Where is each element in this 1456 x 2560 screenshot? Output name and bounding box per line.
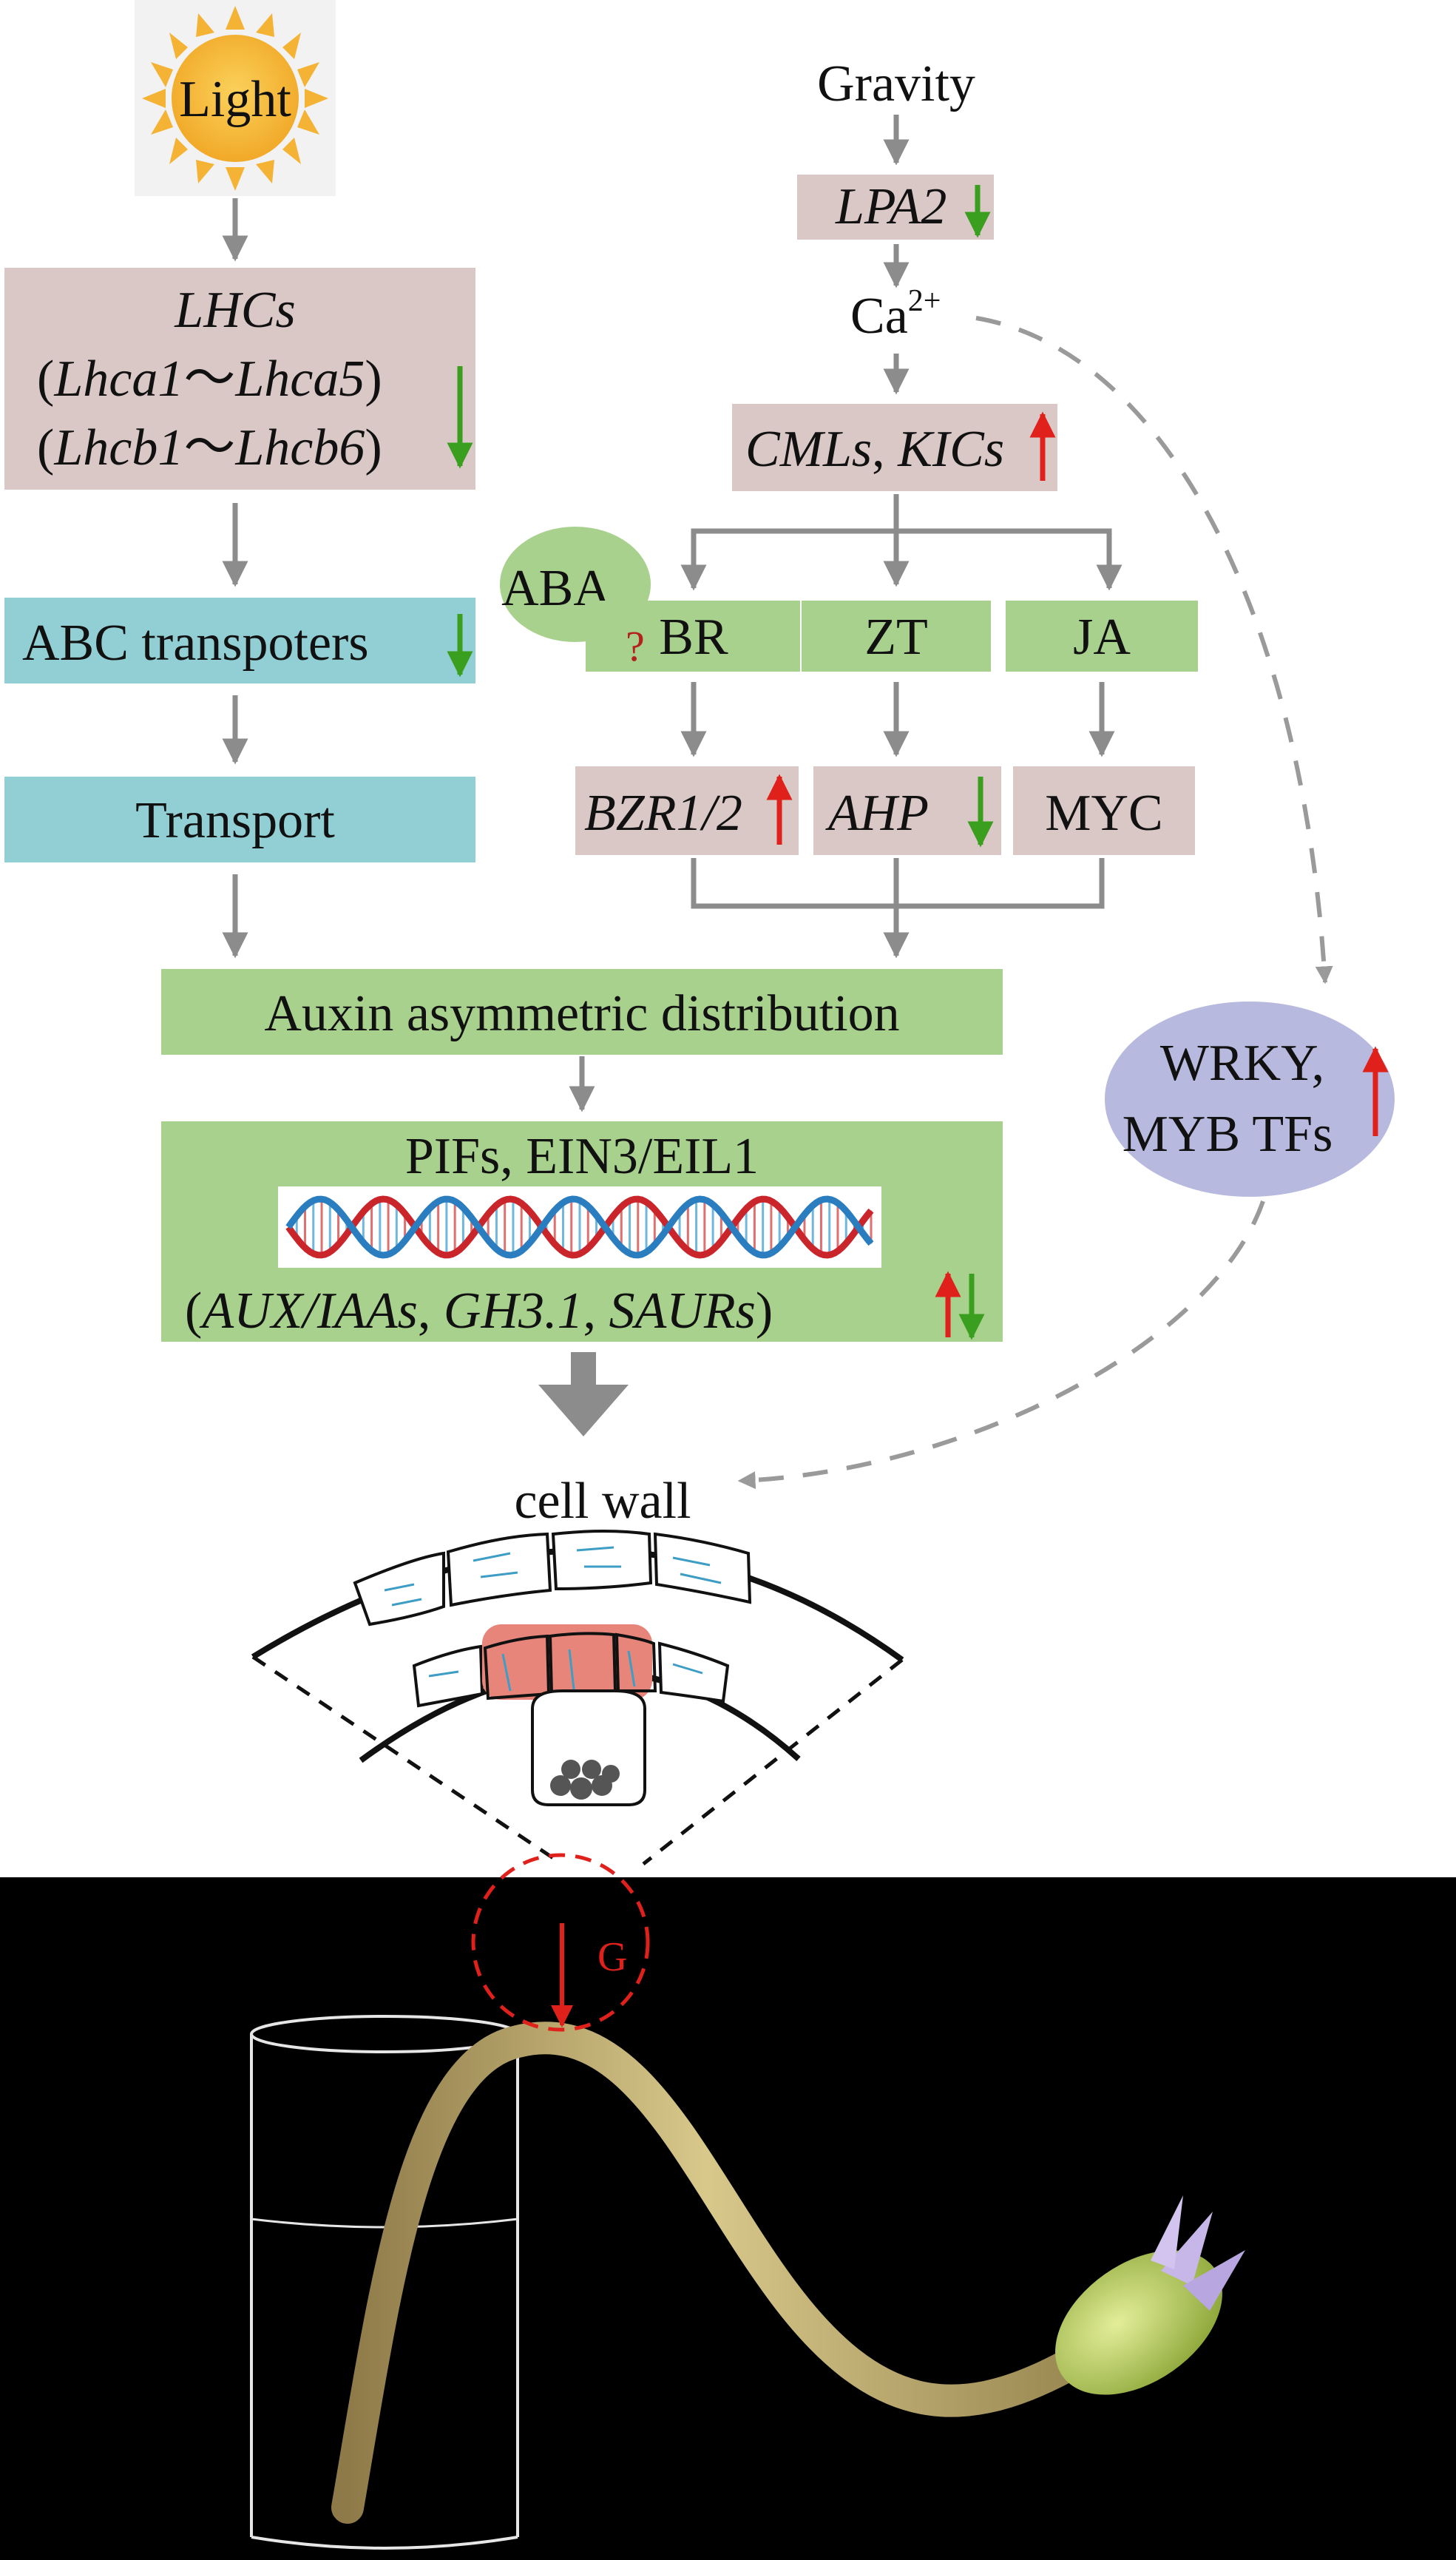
outer-cells: [353, 1530, 752, 1627]
lhcb-range: (Lhcb1～Lhcb6): [37, 419, 382, 476]
br-question-mark: ?: [626, 622, 645, 670]
cml-branch-connector: [680, 494, 1123, 591]
myc-box: MYC: [1013, 766, 1195, 855]
gravity-focus-circle: [471, 1853, 650, 2032]
dna-helix-icon: [285, 1195, 874, 1259]
svg-text:Auxin asymmetric distribution: Auxin asymmetric distribution: [264, 985, 899, 1042]
svg-text:MYC: MYC: [1045, 785, 1162, 842]
lhcs-box: LHCs (Lhca1～Lhca5) (Lhcb1～Lhcb6): [4, 268, 475, 490]
lhcs-title: LHCs: [174, 282, 295, 339]
lotus-stem: [331, 2022, 1081, 2524]
pifs-label: PIFs, EIN3/EIL1: [405, 1128, 759, 1185]
inner-cells: [412, 1624, 730, 1708]
cmls-kics-label: CMLs, KICs: [745, 421, 1004, 478]
sun-rays: [142, 6, 328, 191]
br-box: ? BR: [586, 601, 800, 672]
lhca-range: (Lhca1～Lhca5): [37, 351, 382, 408]
lpa2-box: LPA2: [797, 175, 994, 240]
cmls-kics-box: CMLs, KICs: [732, 404, 1057, 491]
merge-connector: [691, 858, 1105, 959]
svg-text:WRKY,: WRKY,: [1160, 1035, 1324, 1092]
wrky-myb-ellipse: WRKY, MYB TFs: [1105, 1002, 1395, 1197]
lotus-bud: [1055, 2195, 1245, 2395]
bzr-box: BZR1/2: [575, 766, 799, 855]
lotus-photo-panel: G: [0, 1853, 1456, 2560]
svg-text:BZR1/2: BZR1/2: [584, 785, 742, 842]
ahp-box: AHP: [813, 766, 1001, 855]
gravity-g-label: G: [597, 1934, 627, 1980]
br-label: BR: [659, 609, 728, 666]
auxin-box: Auxin asymmetric distribution: [161, 969, 1003, 1055]
light-sun: Light: [135, 0, 336, 196]
svg-text:AHP: AHP: [825, 785, 929, 842]
big-down-arrow: [538, 1352, 629, 1436]
cell-wall-label: cell wall: [514, 1473, 691, 1530]
lpa2-label: LPA2: [835, 178, 947, 235]
svg-text:ZT: ZT: [864, 609, 928, 666]
abc-label: ABC transpoters: [22, 615, 369, 672]
aux-genes-label: (AUX/IAAs, GH3.1, SAURs): [185, 1283, 773, 1340]
svg-text:MYB TFs: MYB TFs: [1123, 1106, 1333, 1163]
calcium-label: Ca2+: [850, 284, 941, 345]
svg-text:JA: JA: [1073, 609, 1131, 666]
pifs-box: PIFs, EIN3/EIL1 (AUX/IAAs, GH3.1, SAURs): [161, 1121, 1003, 1342]
transport-box: Transport: [4, 777, 475, 862]
light-label: Light: [179, 71, 291, 128]
amyloplast-cell: [531, 1689, 646, 1806]
calcium-to-wrky-dashed-arrow: [975, 316, 1333, 985]
transport-label: Transport: [135, 792, 335, 849]
ja-box: JA: [1006, 601, 1198, 672]
svg-text:Ca2+: Ca2+: [850, 284, 941, 345]
gravity-label: Gravity: [817, 55, 975, 112]
wrky-to-cellwall-dashed-arrow: [737, 1200, 1265, 1490]
cell-wall-section: [251, 1530, 904, 1866]
zt-box: ZT: [802, 601, 991, 672]
abc-transporters-box: ABC transpoters: [4, 598, 475, 683]
cellulose-fibrils: [384, 1546, 722, 1692]
